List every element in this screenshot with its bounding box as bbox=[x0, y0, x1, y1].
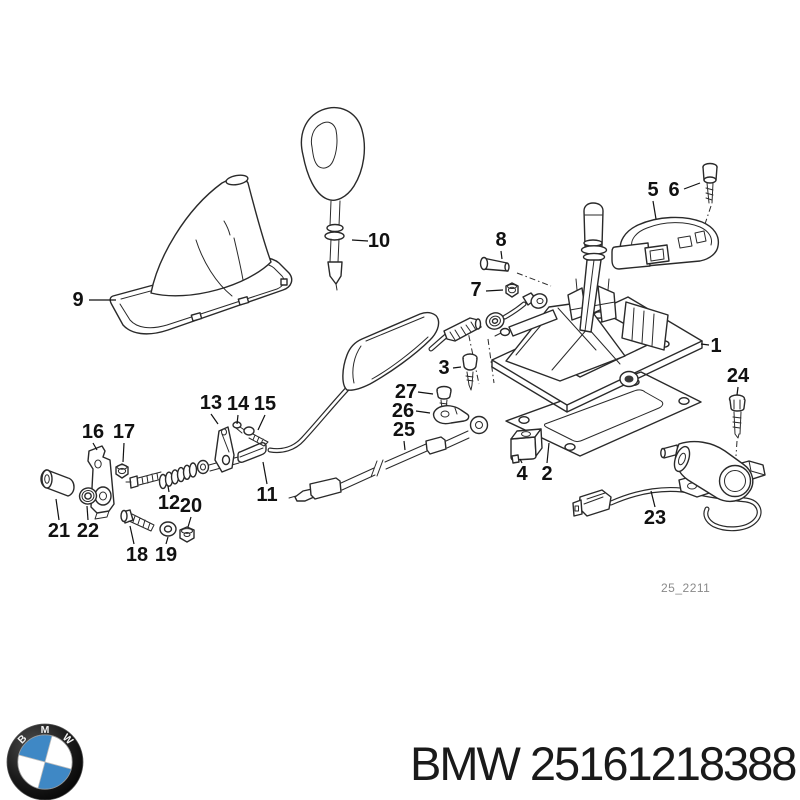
callout-leader-21 bbox=[55, 498, 60, 521]
callout-24: 24 bbox=[727, 365, 750, 387]
screw-3-drawing bbox=[462, 321, 495, 391]
callout-leader-8 bbox=[500, 250, 503, 260]
bmw-logo-letter-m: M bbox=[41, 724, 50, 736]
callout-1: 1 bbox=[710, 335, 721, 357]
callout-12: 12 bbox=[158, 492, 180, 514]
callout-leader-18 bbox=[129, 525, 135, 545]
callout-6: 6 bbox=[668, 179, 679, 201]
rod-and-bracket-drawing bbox=[125, 421, 269, 490]
callout-27: 27 bbox=[395, 381, 417, 403]
callout-16: 16 bbox=[82, 421, 104, 443]
support-bracket-drawing bbox=[40, 445, 195, 543]
callout-leader-10 bbox=[351, 239, 369, 242]
callout-leader-27 bbox=[417, 391, 434, 395]
callout-13: 13 bbox=[200, 392, 222, 414]
callout-leader-4 bbox=[519, 458, 523, 464]
callout-3: 3 bbox=[438, 357, 449, 379]
callout-leader-1 bbox=[700, 343, 710, 346]
callout-leader-26 bbox=[415, 410, 431, 414]
callout-7: 7 bbox=[470, 279, 481, 301]
callout-leader-16 bbox=[92, 442, 98, 451]
shifter-assembly-drawing bbox=[491, 202, 703, 413]
callout-2: 2 bbox=[541, 463, 552, 485]
callout-leader-24 bbox=[736, 386, 739, 396]
callout-leader-6 bbox=[683, 182, 701, 190]
callout-leader-19 bbox=[165, 536, 169, 545]
selector-rod-drawing bbox=[288, 415, 489, 502]
callout-15: 15 bbox=[254, 393, 276, 415]
callout-23: 23 bbox=[644, 507, 666, 529]
solenoid-drawing bbox=[572, 440, 766, 532]
nut-7-drawing bbox=[505, 282, 519, 298]
callout-26: 26 bbox=[392, 400, 414, 422]
cable-holder-drawing bbox=[510, 428, 543, 464]
callout-leader-3 bbox=[452, 366, 462, 369]
callout-leader-5 bbox=[652, 200, 657, 220]
callout-22: 22 bbox=[77, 520, 99, 542]
cover-bolt-drawing bbox=[702, 162, 718, 225]
screw-27-drawing bbox=[436, 385, 452, 412]
callout-leader-2 bbox=[546, 442, 550, 464]
callout-9: 9 bbox=[72, 289, 83, 311]
shift-cable-drawing bbox=[267, 292, 548, 454]
clip-26-drawing bbox=[432, 405, 470, 425]
shift-knob-drawing bbox=[300, 106, 366, 291]
callout-11: 11 bbox=[256, 484, 277, 506]
callout-20: 20 bbox=[180, 495, 202, 517]
callout-21: 21 bbox=[48, 520, 70, 542]
callout-leader-20 bbox=[187, 516, 192, 528]
callout-leader-11 bbox=[262, 461, 268, 485]
callout-14: 14 bbox=[227, 393, 250, 415]
callout-18: 18 bbox=[126, 544, 148, 566]
callout-leader-25 bbox=[403, 440, 406, 451]
callout-leader-7 bbox=[485, 289, 504, 292]
callout-leader-13 bbox=[210, 413, 219, 425]
shifter-cover-drawing bbox=[611, 216, 720, 270]
callout-leader-12 bbox=[167, 485, 170, 493]
callout-10: 10 bbox=[368, 230, 390, 252]
callout-leader-15 bbox=[257, 414, 266, 431]
callout-8: 8 bbox=[495, 229, 506, 251]
callout-leader-14 bbox=[236, 414, 239, 425]
callout-17: 17 bbox=[113, 421, 135, 443]
part-number-label: BMW 25161218388 bbox=[410, 737, 797, 790]
bolt-24-drawing bbox=[728, 394, 746, 457]
callout-19: 19 bbox=[155, 544, 177, 566]
callout-4: 4 bbox=[516, 463, 528, 485]
pin-8-drawing bbox=[479, 256, 552, 287]
shift-boot-drawing bbox=[109, 174, 293, 335]
callout-leader-17 bbox=[122, 442, 125, 463]
diagram-code: 25_2211 bbox=[661, 581, 710, 595]
bmw-logo: B M W bbox=[6, 723, 84, 800]
callout-5: 5 bbox=[647, 179, 658, 201]
callout-leader-22 bbox=[86, 505, 89, 521]
callout-25: 25 bbox=[393, 419, 415, 441]
callout-leader-23 bbox=[650, 490, 656, 508]
